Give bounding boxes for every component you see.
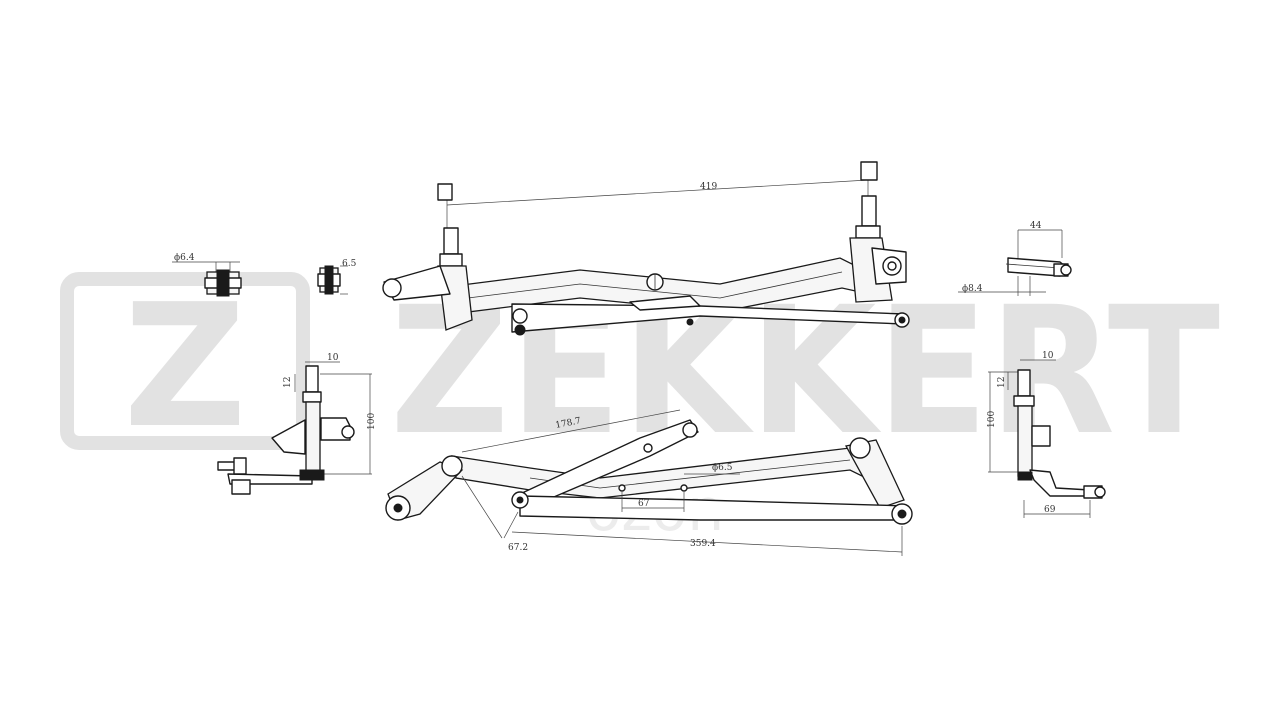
spindle-left-side-view: 10 12 100 [217,353,377,495]
dim-left-spindle-height: 100 [367,413,377,430]
bushing-left: ϕ6.4 [172,253,242,297]
logo-letter: Z [123,268,246,466]
dim-right-spindle-top: 12 [997,377,1007,388]
dim-right-arm-length: 44 [1030,221,1042,231]
wiper-linkage-bottom: 178.7 67 ϕ6.5 67.2 [385,409,913,556]
dim-bushing-diameter: ϕ6.4 [174,253,195,263]
dim-link-length: 178.7 [555,416,582,431]
dim-left-spindle-top: 12 [283,377,293,388]
dim-right-crank-length: 69 [1044,505,1056,515]
logo-frame [60,272,310,450]
crank-arm-top-detail: 44 ϕ8.4 [958,221,1072,296]
dim-left-spindle-width: 10 [327,353,339,363]
dim-right-spindle-width: 10 [1042,351,1054,361]
dim-bushing-height: 6.5 [342,259,357,269]
dim-hole-diameter: ϕ6.5 [712,463,733,473]
spindle-right-side-view: 10 12 100 69 [987,351,1106,518]
dim-rod-length: 359.4 [690,539,716,549]
bushing-right: 6.5 [317,259,357,295]
dim-right-arm-diameter: ϕ8.4 [962,284,983,294]
dim-hole-spacing: 67 [638,499,650,509]
dim-right-spindle-height: 100 [987,411,997,428]
dim-spindle-distance: 419 [700,182,717,192]
wiper-linkage-top: 419 [382,161,910,336]
dim-crank-length: 67.2 [508,543,528,553]
